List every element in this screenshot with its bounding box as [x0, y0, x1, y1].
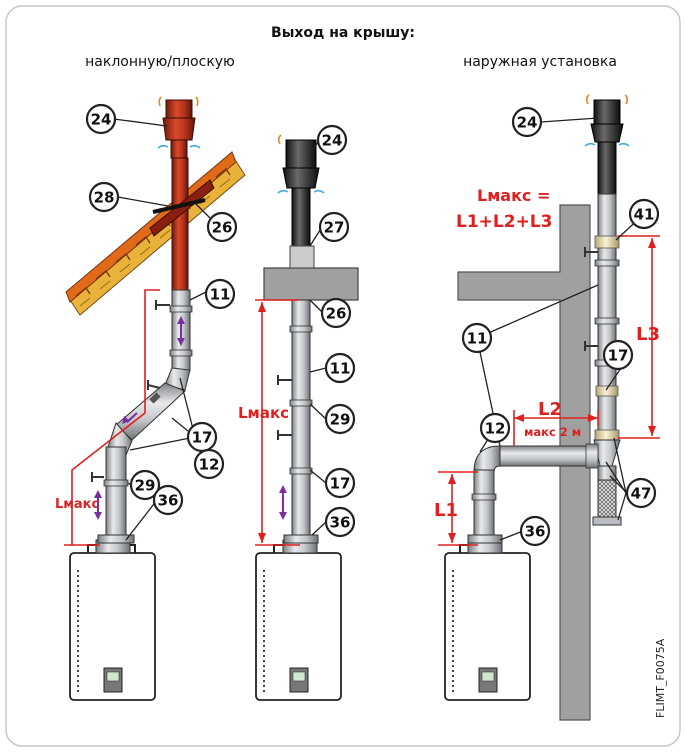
svg-text:24: 24	[517, 114, 538, 132]
callout-17-right: 17	[602, 339, 634, 371]
callout-36-right: 36	[519, 515, 551, 547]
telescopic-arrows-left	[94, 316, 185, 520]
boiler-right	[444, 539, 531, 701]
lmax-formula-bottom: L1+L2+L3	[456, 212, 552, 232]
callout-24-middle: 24	[316, 124, 348, 156]
subtitle-roof-option: наклонную/плоскую	[85, 54, 235, 70]
svg-text:36: 36	[525, 523, 546, 541]
l1-label: L1	[434, 500, 458, 521]
svg-text:12: 12	[199, 456, 220, 474]
l3-label: L3	[636, 324, 660, 345]
document-code: FLIMT_F0075A	[654, 638, 667, 718]
boiler-middle	[255, 539, 342, 701]
callout-36-middle: 36	[324, 506, 356, 538]
callout-17-left: 17	[186, 421, 218, 453]
flat-roof-slab	[263, 267, 359, 301]
svg-text:12: 12	[485, 420, 506, 438]
lmax-formula-top: Lмакс =	[477, 186, 550, 205]
callout-24-right: 24	[511, 106, 543, 138]
svg-text:29: 29	[330, 411, 351, 429]
roof-flue-terracotta	[149, 99, 215, 291]
flat-roof-flue	[277, 139, 320, 544]
callout-29-middle: 29	[324, 403, 356, 435]
callout-47: 47	[625, 477, 657, 509]
lmax-label-middle: Lмакс	[238, 404, 289, 422]
diagram-title: Выход на крышу:	[271, 25, 415, 41]
callout-26-left: 26	[206, 211, 238, 243]
lmax-dimension-left	[64, 289, 160, 546]
left-steel-pipe-run	[91, 289, 193, 544]
svg-text:47: 47	[631, 485, 652, 503]
svg-text:17: 17	[330, 475, 351, 493]
l2-dimension	[513, 410, 599, 446]
l1-dimension	[438, 471, 478, 546]
callout-41: 41	[628, 198, 660, 230]
air-exhaust-arrows-right	[584, 94, 630, 147]
svg-text:36: 36	[158, 492, 179, 510]
air-exhaust-arrows-left	[157, 96, 201, 149]
svg-text:28: 28	[94, 189, 115, 207]
svg-text:24: 24	[91, 111, 112, 129]
svg-text:17: 17	[192, 429, 213, 447]
svg-text:11: 11	[467, 330, 488, 348]
lmax-label-left: Lмакс	[55, 497, 99, 512]
subtitle-external-option: наружная установка	[463, 54, 617, 70]
svg-text:24: 24	[322, 132, 343, 150]
callout-11-left: 11	[204, 278, 236, 310]
l2-label: L2	[538, 399, 562, 420]
callout-26-middle: 26	[320, 297, 352, 329]
callout-11-middle: 11	[324, 352, 356, 384]
svg-text:26: 26	[212, 219, 233, 237]
boiler-left	[69, 539, 156, 701]
svg-text:11: 11	[210, 286, 231, 304]
telescopic-arrow-middle	[279, 485, 287, 520]
callout-24-left: 24	[85, 103, 117, 135]
callout-29-left: 29	[129, 469, 161, 501]
callout-12-right: 12	[479, 412, 511, 444]
svg-text:41: 41	[634, 206, 655, 224]
callout-36-left: 36	[152, 484, 184, 516]
svg-text:26: 26	[326, 305, 347, 323]
callout-27: 27	[318, 211, 350, 243]
svg-text:36: 36	[330, 514, 351, 532]
svg-text:11: 11	[330, 360, 351, 378]
svg-text:17: 17	[608, 347, 629, 365]
callout-11-right: 11	[461, 322, 493, 354]
svg-text:29: 29	[135, 477, 156, 495]
callout-12-left: 12	[193, 448, 225, 480]
l2-max-note: макс 2 м	[524, 425, 581, 439]
external-flue	[467, 99, 624, 544]
callout-28: 28	[88, 181, 120, 213]
callout-17-middle: 17	[324, 467, 356, 499]
l3-dimension	[618, 235, 660, 439]
lmax-dimension-middle	[255, 299, 300, 546]
svg-text:27: 27	[324, 219, 345, 237]
